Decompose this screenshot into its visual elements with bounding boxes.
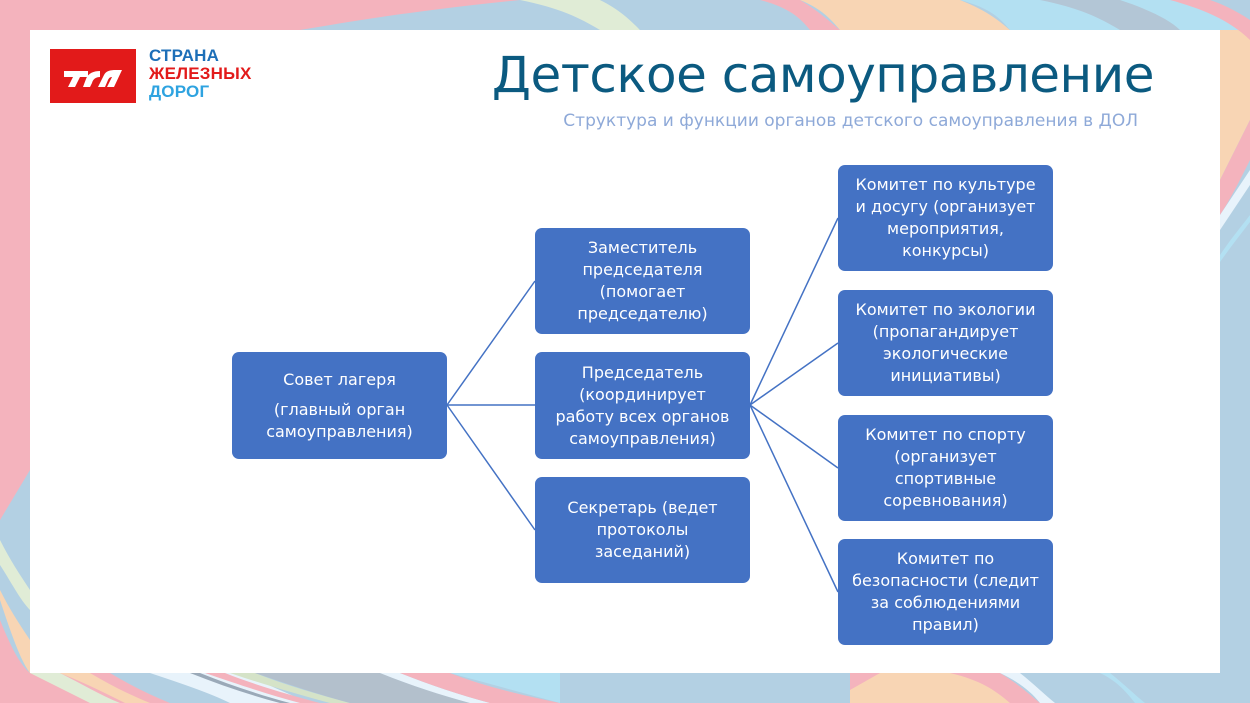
node-label: председателю)	[577, 304, 708, 323]
node-label: соревнования)	[883, 491, 1008, 510]
node-deputy-chairman: Заместитель председателя (помогает предс…	[535, 228, 750, 334]
node-label: заседаний)	[594, 542, 691, 561]
node-label: (пропагандирует	[872, 322, 1019, 341]
rzd-logo-icon	[64, 70, 122, 87]
brand-line-2: ЖЕЛЕЗНЫХ	[149, 64, 252, 83]
node-label: Заместитель	[587, 238, 698, 257]
page-subtitle: Структура и функции органов детского сам…	[563, 111, 1138, 131]
node-label: конкурсы)	[902, 241, 989, 260]
node-camp-council: Совет лагеря (главный орган самоуправлен…	[232, 352, 447, 459]
rzd-logo	[50, 49, 136, 103]
node-ecology-committee: Комитет по экологии (пропагандирует экол…	[838, 290, 1053, 396]
node-label: самоуправления)	[569, 428, 716, 448]
node-label: Комитет по культуре	[855, 175, 1036, 194]
node-label: (координирует	[579, 384, 706, 404]
node-label: Комитет по спорту	[865, 425, 1026, 444]
node-safety-committee: Комитет по безопасности (следит за соблю…	[838, 539, 1053, 645]
node-culture-committee: Комитет по культуре и досугу (организует…	[838, 165, 1053, 271]
node-label: за соблюдениями	[870, 593, 1021, 612]
node-label: безопасности (следит	[852, 571, 1039, 590]
node-label: экологические	[882, 344, 1009, 363]
node-label: Секретарь (ведет	[567, 498, 718, 517]
node-label: председателя	[582, 260, 703, 279]
page-title: Детское самоуправление	[491, 46, 1155, 104]
node-label: Совет лагеря	[283, 369, 396, 389]
node-label: самоуправления)	[266, 421, 413, 441]
node-label: и досугу (организует	[855, 197, 1036, 216]
brand-line-3: ДОРОГ	[149, 82, 210, 101]
node-label: Комитет по	[896, 549, 995, 568]
node-label: спортивные	[894, 469, 997, 488]
node-label: мероприятия,	[887, 219, 1004, 238]
node-label: Председатель	[581, 362, 704, 382]
node-label: правил)	[912, 615, 979, 634]
node-label: (главный орган	[273, 399, 406, 419]
node-chairman: Председатель (координирует работу всех о…	[535, 352, 750, 459]
brand-text: СТРАНА ЖЕЛЕЗНЫХ ДОРОГ	[149, 47, 251, 101]
node-label: Комитет по экологии	[855, 300, 1036, 319]
node-secretary: Секретарь (ведет протоколы заседаний)	[535, 477, 750, 583]
node-label: (помогает	[599, 282, 686, 301]
node-label: инициативы)	[890, 366, 1001, 385]
node-label: работу всех органов	[555, 406, 730, 426]
brand-line-1: СТРАНА	[149, 46, 220, 65]
node-label: протоколы	[596, 520, 689, 539]
node-sports-committee: Комитет по спорту (организует спортивные…	[838, 415, 1053, 521]
node-label: (организует	[894, 447, 997, 466]
